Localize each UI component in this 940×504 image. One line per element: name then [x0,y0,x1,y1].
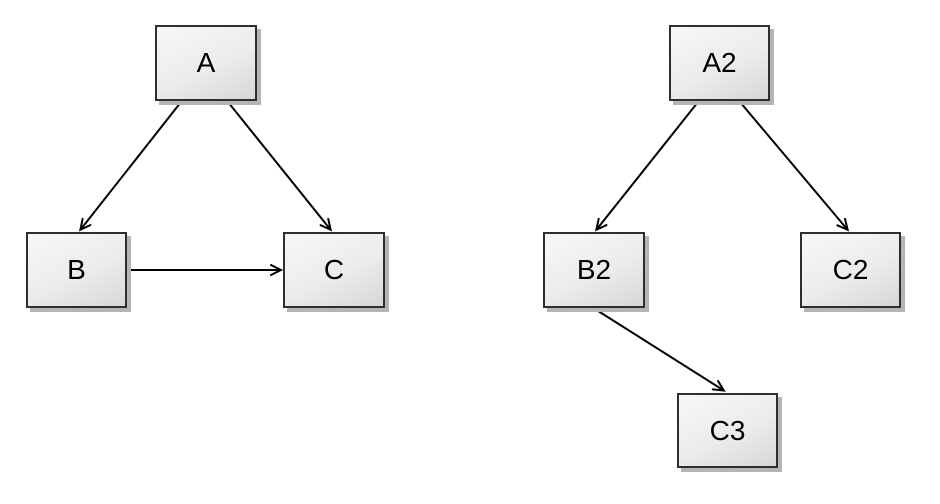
node-label-B: B [67,254,86,285]
edge-A2-to-C2 [739,101,850,232]
node-label-A2: A2 [702,47,737,78]
edge-A-to-C [227,101,333,232]
edge-A-to-B [78,101,182,232]
node-label-C: C [323,254,345,285]
node-A2[interactable]: A2 [669,25,770,101]
node-C3[interactable]: C3 [677,393,778,468]
node-C[interactable]: C [283,232,385,308]
edge-B2-to-C3 [594,308,726,392]
node-C2[interactable]: C2 [800,232,901,308]
node-label-A: A [196,47,216,78]
node-label-B2: B2 [576,254,612,285]
node-B2[interactable]: B2 [543,232,645,308]
node-A[interactable]: A [155,25,257,101]
node-label-C3: C3 [709,414,746,446]
node-label-C2: C2 [832,254,869,285]
node-B[interactable]: B [26,232,127,308]
edge-A2-to-B2 [594,101,699,232]
